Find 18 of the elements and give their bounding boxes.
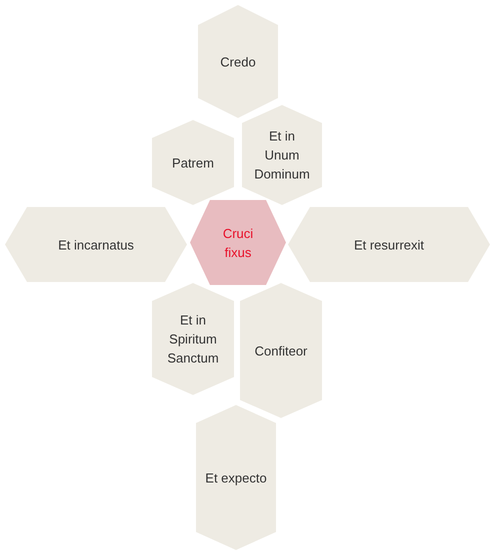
hexagon-tile bbox=[5, 207, 187, 282]
tile-label: Confiteor bbox=[254, 342, 308, 360]
hexagon-tile bbox=[152, 283, 234, 395]
tile-label: Et expecto bbox=[205, 469, 267, 487]
tile-label: Cruci fixus bbox=[222, 224, 254, 262]
tile-label: Et in Spiritum Sanctum bbox=[166, 312, 220, 368]
hexagon-tile bbox=[198, 5, 278, 118]
hexagon-tile bbox=[240, 283, 322, 418]
hexagon-tile bbox=[152, 120, 234, 205]
hexagon-tile bbox=[242, 105, 322, 205]
tile-label: Credo bbox=[219, 53, 257, 71]
tile-label: Et resurrexit bbox=[352, 236, 426, 254]
tile-label: Et incarnatus bbox=[57, 236, 135, 254]
hexagon-tile bbox=[190, 200, 286, 285]
hexagon-tile bbox=[196, 405, 276, 550]
hexagon-tile bbox=[288, 207, 490, 282]
tile-label: Patrem bbox=[171, 154, 215, 172]
tile-label: Et in Unum Dominum bbox=[253, 128, 311, 184]
